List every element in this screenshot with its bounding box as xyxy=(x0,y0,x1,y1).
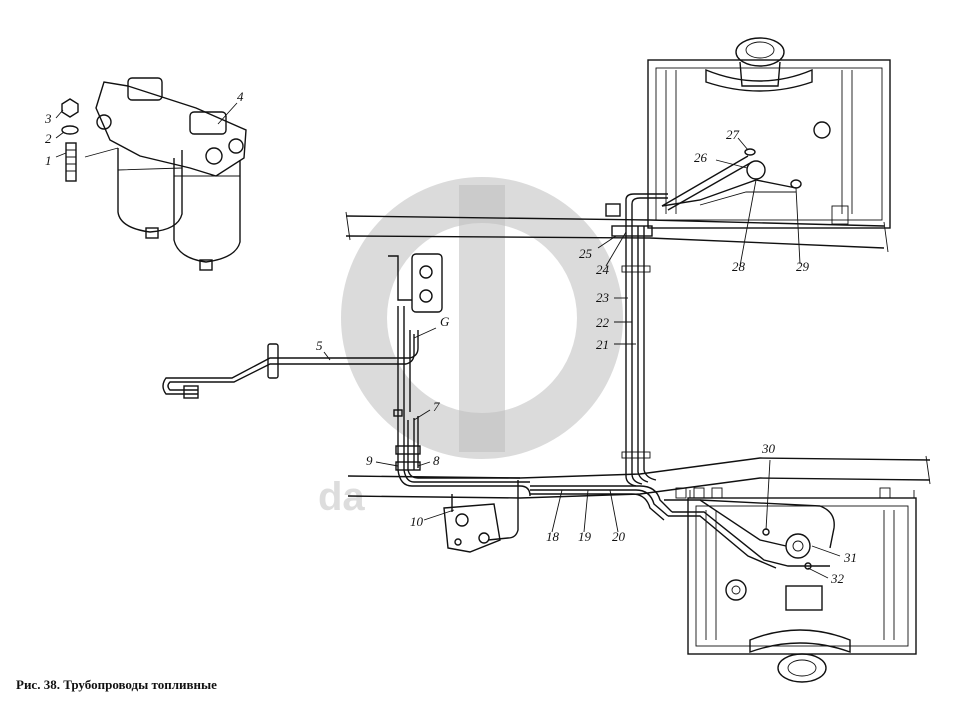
upper-frame-rail xyxy=(345,211,889,253)
callout-9: 9 xyxy=(366,453,373,468)
callout-7: 7 xyxy=(433,399,440,414)
figure-caption: Рис. 38. Трубопроводы топливные xyxy=(16,677,217,692)
callout-1: 1 xyxy=(45,153,52,168)
callout-29: 29 xyxy=(796,259,810,274)
callout-23: 23 xyxy=(596,290,610,305)
callout-22: 22 xyxy=(596,315,610,330)
callout-3: 3 xyxy=(44,111,52,126)
watermark-logo: da xyxy=(318,177,623,519)
callout-27: 27 xyxy=(726,127,740,142)
callout-21: 21 xyxy=(596,337,609,352)
callout-18: 18 xyxy=(546,529,560,544)
callout-24: 24 xyxy=(596,262,610,277)
lower-fuel-tank xyxy=(687,490,917,683)
callout-26: 26 xyxy=(694,150,708,165)
callout-30: 30 xyxy=(761,441,776,456)
callout-10: 10 xyxy=(410,514,424,529)
callout-5: 5 xyxy=(316,338,323,353)
callout-leaders xyxy=(323,231,841,579)
callout-8: 8 xyxy=(433,453,440,468)
fuel-pump xyxy=(443,503,501,553)
callout-20: 20 xyxy=(612,529,626,544)
upper-fuel-tank xyxy=(647,37,891,267)
callout-4: 4 xyxy=(237,89,244,104)
callout-G: G xyxy=(440,314,450,329)
fuel-pipes xyxy=(162,193,891,570)
callout-32: 32 xyxy=(830,571,845,586)
callout-labels: 1 2 3 4 5 G 7 8 9 10 18 19 20 21 22 23 2… xyxy=(44,89,857,586)
fuel-filter-assembly xyxy=(55,77,247,271)
callout-19: 19 xyxy=(578,529,592,544)
callout-31: 31 xyxy=(843,550,857,565)
callout-28: 28 xyxy=(732,259,746,274)
callout-25: 25 xyxy=(579,246,593,261)
callout-2: 2 xyxy=(45,131,52,146)
watermark-text: da xyxy=(318,475,365,519)
mounting-bracket xyxy=(388,253,443,313)
